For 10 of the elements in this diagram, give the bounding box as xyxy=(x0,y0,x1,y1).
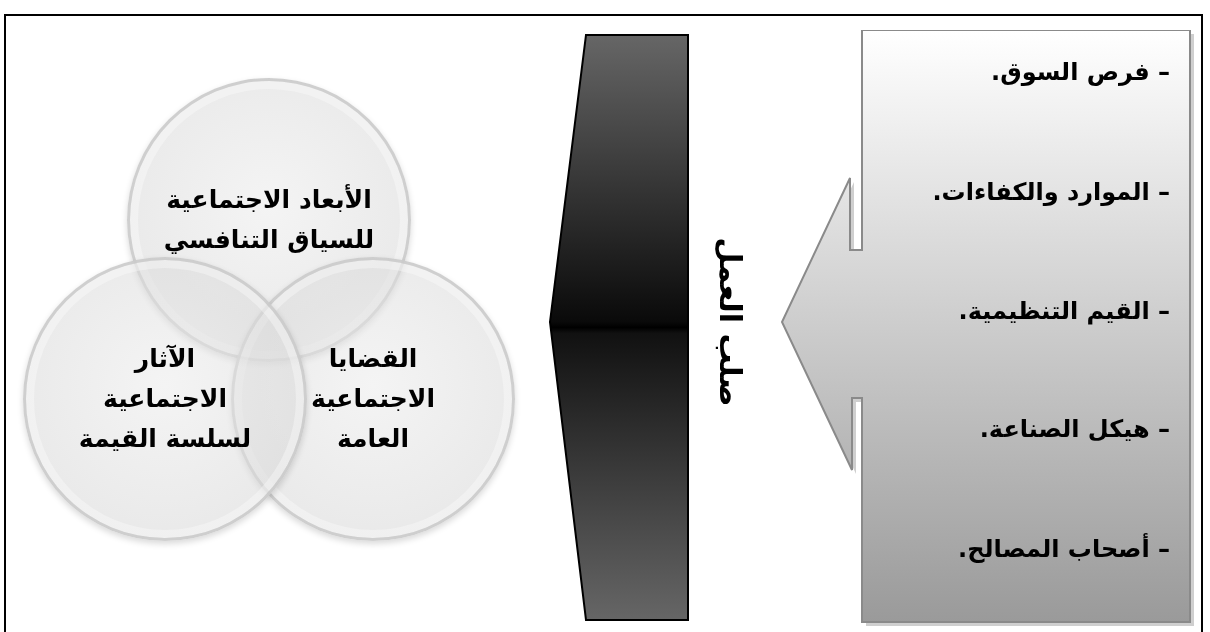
vertical-heading: صلب العمل xyxy=(712,237,748,407)
circle-label: الأبعاد الاجتماعية للسياق التنافسي xyxy=(162,183,376,256)
callout-box xyxy=(780,30,1194,626)
list-item: – القيم التنظيمية. xyxy=(958,297,1170,325)
list-item: – الموارد والكفاءات. xyxy=(932,178,1170,206)
circle-label: الآثار الاجتماعية لسلسة القيمة xyxy=(77,343,253,455)
list-item: – فرص السوق. xyxy=(991,58,1170,86)
list-item: – أصحاب المصالح. xyxy=(958,535,1170,563)
circle-label: القضايا الاجتماعية العامة xyxy=(310,343,436,455)
list-item: – هيكل الصناعة. xyxy=(979,415,1170,443)
